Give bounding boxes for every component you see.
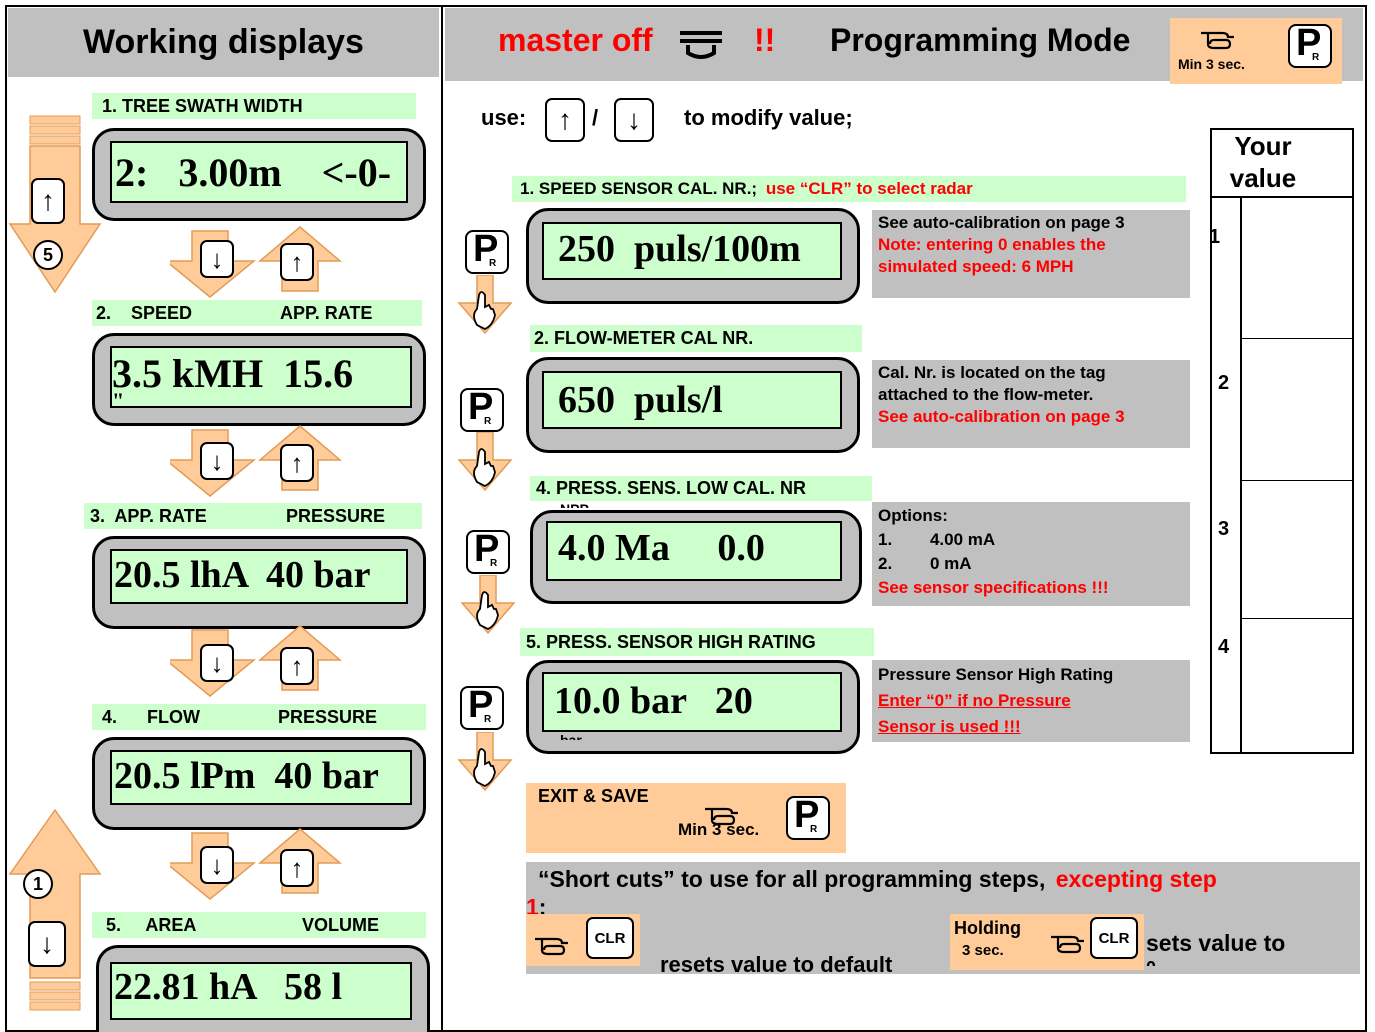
clr-key-icon[interactable]: CLR <box>1090 917 1138 959</box>
step3-caption: 4. PRESS. SENS. LOW CAL. NR <box>530 476 872 501</box>
header-hold-time: Min 3 sec. <box>1178 56 1245 72</box>
programming-mode-title: Programming Mode <box>830 22 1131 58</box>
your-value-title-divider <box>1210 196 1354 198</box>
your-value-title: Your value <box>1229 131 1297 193</box>
your-value-input-1[interactable] <box>1244 200 1350 336</box>
screen3-lcd: 20.5 lhA 40 bar <box>110 549 408 604</box>
down-arrow-key-icon[interactable]: ↓ <box>200 644 234 682</box>
your-value-table <box>1210 128 1354 754</box>
step3-lcd: 4.0 Ma 0.0 <box>546 521 842 581</box>
sets-text: sets value to <box>1146 930 1286 956</box>
pointing-hand-icon <box>535 937 568 956</box>
up-arrow-key-icon[interactable]: ↑ <box>545 98 585 142</box>
step2-note: Cal. Nr. is located on the tag attached … <box>872 360 1190 448</box>
step4-note: Pressure Sensor High Rating Enter “0” if… <box>872 660 1190 742</box>
screen4-lcd: 20.5 lPm 40 bar <box>110 750 412 805</box>
your-value-row-divider <box>1240 338 1354 339</box>
holding-label: Holding <box>954 918 1021 938</box>
nav-arrows <box>170 226 341 900</box>
up-arrow-key-icon[interactable]: ↑ <box>31 178 65 224</box>
screen4-caption: 4. FLOW PRESSURE <box>92 704 426 730</box>
step2-caption: 2. FLOW-METER CAL NR. <box>530 325 862 352</box>
screen5-caption: 5. AREA VOLUME <box>92 912 426 938</box>
hand-press-icon <box>457 432 513 492</box>
screen-nav-1 <box>170 226 341 298</box>
master-off-label: master off <box>498 22 653 58</box>
up-arrow-key-icon[interactable]: ↑ <box>280 647 314 685</box>
reset-text: resets value to default <box>660 952 893 977</box>
shortcuts-line2: 1: <box>526 894 547 920</box>
hand-press-icon <box>457 275 513 335</box>
step1-lcd: 250 puls/100m <box>542 222 842 280</box>
your-value-input-2[interactable] <box>1244 341 1350 477</box>
scroll-count-top-icon: 5 <box>33 240 63 270</box>
master-switch-icon <box>680 31 722 59</box>
your-value-row-4-label: 4 <box>1218 636 1230 658</box>
screen2-caption: 2. SPEED APP. RATE <box>92 300 422 326</box>
your-value-row-1-label: 1 <box>1209 226 1221 248</box>
pointing-hand-icon <box>1201 31 1234 50</box>
step4-lcd: 10.0 bar 20 <box>542 672 842 732</box>
master-off-bangs: !! <box>754 22 776 58</box>
up-arrow-key-icon[interactable]: ↑ <box>280 243 314 281</box>
clr-key-icon[interactable]: CLR <box>586 917 634 959</box>
your-value-row-3-label: 3 <box>1218 518 1230 540</box>
pointing-hand-icon <box>705 807 738 826</box>
use-label: use: <box>481 105 527 130</box>
step2-lcd: 650 puls/l <box>542 371 842 429</box>
step4-caption: 5. PRESS. SENSOR HIGH RATING <box>520 628 874 656</box>
your-value-input-3[interactable] <box>1244 483 1350 616</box>
shortcuts-line1: “Short cuts” to use for all programming … <box>538 866 1217 892</box>
screen3-caption: 3. APP. RATE PRESSURE <box>84 503 422 529</box>
shortcuts-panel <box>526 862 1360 974</box>
down-arrow-key-icon[interactable]: ↓ <box>614 98 654 142</box>
hand-press-icon <box>457 732 513 792</box>
hand-press-icon <box>460 575 516 635</box>
scroll-count-bottom-icon: 1 <box>23 869 53 899</box>
your-value-row-divider <box>1240 480 1354 481</box>
scroll-up-big-arrow <box>8 808 102 1011</box>
screen-nav-3 <box>170 625 341 697</box>
down-arrow-key-icon[interactable]: ↓ <box>28 921 66 967</box>
your-value-col-divider <box>1240 196 1242 754</box>
step4-lcd-overflow: bar <box>560 732 582 740</box>
pointing-hand-icon <box>1051 935 1084 954</box>
screen1-lcd: 2: 3.00m <-0- <box>110 141 408 203</box>
right-panel-frame <box>441 5 1367 1032</box>
step3-note: Options: 1. 4.00 mA 2. 0 mA See sensor s… <box>872 502 1190 606</box>
step1-note: See auto-calibration on page 3 Note: ent… <box>872 210 1190 298</box>
your-value-row-divider <box>1240 618 1354 619</box>
up-arrow-key-icon[interactable]: ↑ <box>280 444 314 482</box>
modify-text: to modify value; <box>684 105 853 130</box>
holding-time: 3 sec. <box>962 942 1004 959</box>
exit-save-label: EXIT & SAVE <box>538 786 649 806</box>
screen-nav-4 <box>170 828 341 900</box>
step1-caption: 1. SPEED SENSOR CAL. NR.; use “CLR” to s… <box>512 176 1186 202</box>
left-header-title: Working displays <box>83 23 364 61</box>
screen-nav-2 <box>170 425 341 497</box>
your-value-row-2-label: 2 <box>1218 372 1230 394</box>
step3-caption-overflow: NPP <box>560 501 589 508</box>
screen2-lcd: 3.5 kMH 15.6 " <box>110 346 412 408</box>
exit-hold-time: Min 3 sec. <box>678 820 760 839</box>
up-arrow-key-icon[interactable]: ↑ <box>280 849 314 887</box>
screen2-lcd-overflow: " <box>112 388 125 408</box>
use-slash: / <box>592 105 599 130</box>
down-arrow-key-icon[interactable]: ↓ <box>200 240 234 278</box>
screen1-caption: 1. TREE SWATH WIDTH <box>92 93 416 119</box>
your-value-input-4[interactable] <box>1244 621 1350 751</box>
left-header: Working displays <box>8 8 439 77</box>
down-arrow-key-icon[interactable]: ↓ <box>200 442 234 480</box>
sets-text-overflow: 0 <box>1146 958 1156 966</box>
down-arrow-key-icon[interactable]: ↓ <box>200 846 234 884</box>
screen5-lcd: 22.81 hA 58 l <box>110 962 412 1020</box>
